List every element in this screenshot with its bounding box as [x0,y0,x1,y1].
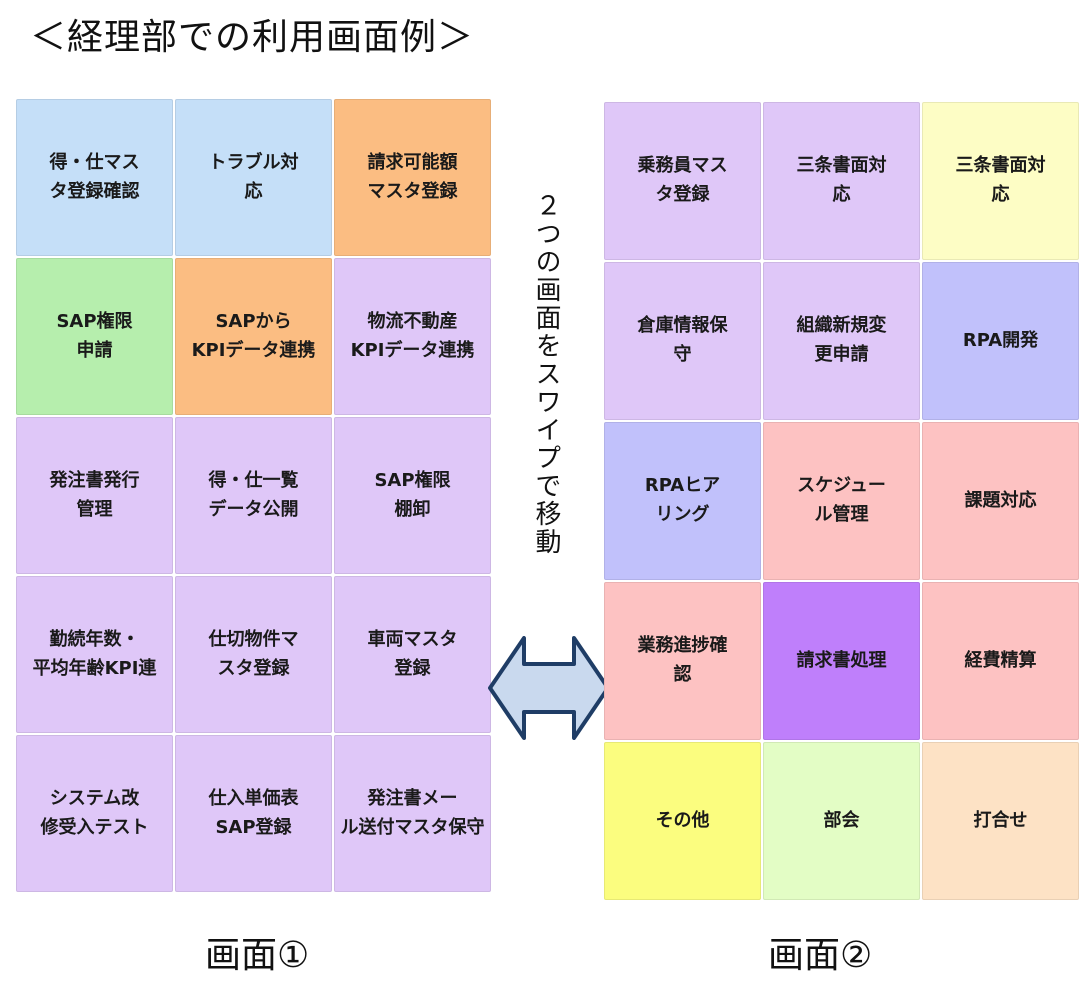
screen-2-tile-3[interactable]: 三条書面対 応 [922,102,1079,260]
screen-2-tile-8[interactable]: スケジュー ル管理 [763,422,920,580]
screen-2-tile-2[interactable]: 三条書面対 応 [763,102,920,260]
tile-label: 得・仕マス タ登録確認 [49,151,140,202]
tile-label: 課題対応 [964,489,1037,511]
double-arrow-icon [488,636,610,740]
screen-1-tile-7[interactable]: 発注書発行 管理 [16,417,173,574]
tile-label: 勤続年数・ 平均年齢KPI連 [32,628,157,679]
tile-label: RPAヒア リング [644,475,721,525]
tile-label: 業務進捗確 認 [637,635,728,685]
tile-label: 発注書発行 管理 [49,469,140,520]
swipe-instruction: ２つの画面をスワイプで移動 [531,192,561,556]
screen-1-tile-2[interactable]: トラブル対 応 [175,99,332,256]
screen-2-tile-4[interactable]: 倉庫情報保 守 [604,262,761,420]
screen-1-tile-5[interactable]: SAPから KPIデータ連携 [175,258,332,415]
page-title: ＜経理部での利用画面例＞ [30,17,475,58]
screen-2-tile-6[interactable]: RPA開発 [922,262,1079,420]
screen-2-tile-13[interactable]: その他 [604,742,761,900]
tile-label: 得・仕一覧 データ公開 [208,469,299,520]
tile-label: RPA開発 [962,329,1039,351]
tile-label: 乗務員マス タ登録 [637,155,728,205]
tile-label: 三条書面対 応 [955,155,1046,205]
screen-1-tile-15[interactable]: 発注書メー ル送付マスタ保守 [334,735,491,892]
screen-2-tile-5[interactable]: 組織新規変 更申請 [763,262,920,420]
tile-label: 経費精算 [964,649,1037,671]
tile-label: システム改 修受入テスト [40,787,149,838]
screen-1-tile-1[interactable]: 得・仕マス タ登録確認 [16,99,173,256]
tile-label: 請求可能額 マスタ登録 [367,151,458,202]
screen-1-grid: 得・仕マス タ登録確認 トラブル対 応 請求可能額 マスタ登録 SAP権限 申請 SAP… [16,99,492,892]
tile-label: SAP権限 申請 [56,310,133,361]
screen-2-tile-7[interactable]: RPAヒア リング [604,422,761,580]
tile-label: 請求書処理 [796,649,887,671]
tile-label: 部会 [823,809,860,831]
screen-1-tile-10[interactable]: 勤続年数・ 平均年齢KPI連 [16,576,173,733]
screen-2-tile-10[interactable]: 業務進捗確 認 [604,582,761,740]
tile-label: 倉庫情報保 守 [637,315,728,365]
screen-1-tile-13[interactable]: システム改 修受入テスト [16,735,173,892]
tile-label: 仕切物件マ スタ登録 [208,628,299,679]
screen-1-tile-14[interactable]: 仕入単価表 SAP登録 [175,735,332,892]
tile-label: スケジュー ル管理 [797,475,886,525]
screen-2-tile-11[interactable]: 請求書処理 [763,582,920,740]
screen-2-tile-1[interactable]: 乗務員マス タ登録 [604,102,761,260]
screen-2-tile-9[interactable]: 課題対応 [922,422,1079,580]
screen-2-tile-14[interactable]: 部会 [763,742,920,900]
tile-label: 車両マスタ 登録 [367,628,458,679]
tile-label: 物流不動産 KPIデータ連携 [350,310,475,361]
screen-1-tile-11[interactable]: 仕切物件マ スタ登録 [175,576,332,733]
screen-2-tile-15[interactable]: 打合せ [922,742,1079,900]
tile-label: 三条書面対 応 [796,155,887,205]
tile-label: 打合せ [973,809,1028,831]
screen-1-label: 画面① [205,935,310,976]
screen-2-grid: 乗務員マス タ登録 三条書面対 応 三条書面対 応倉庫情報保 守 組織新規変 更申請 R… [604,102,1080,900]
tile-label: SAPから KPIデータ連携 [191,310,316,361]
screen-1-tile-12[interactable]: 車両マスタ 登録 [334,576,491,733]
screen-2-label: 画面② [768,935,873,976]
screen-1-tile-6[interactable]: 物流不動産 KPIデータ連携 [334,258,491,415]
screen-1-tile-8[interactable]: 得・仕一覧 データ公開 [175,417,332,574]
screen-2-tile-12[interactable]: 経費精算 [922,582,1079,740]
tile-label: その他 [655,809,710,831]
screen-1-tile-9[interactable]: SAP権限 棚卸 [334,417,491,574]
tile-label: 発注書メー ル送付マスタ保守 [340,787,485,838]
tile-label: トラブル対 応 [208,151,299,202]
tile-label: 仕入単価表 SAP登録 [208,787,299,838]
screen-1-tile-3[interactable]: 請求可能額 マスタ登録 [334,99,491,256]
screen-1-tile-4[interactable]: SAP権限 申請 [16,258,173,415]
tile-label: 組織新規変 更申請 [796,315,887,365]
tile-label: SAP権限 棚卸 [374,469,451,520]
